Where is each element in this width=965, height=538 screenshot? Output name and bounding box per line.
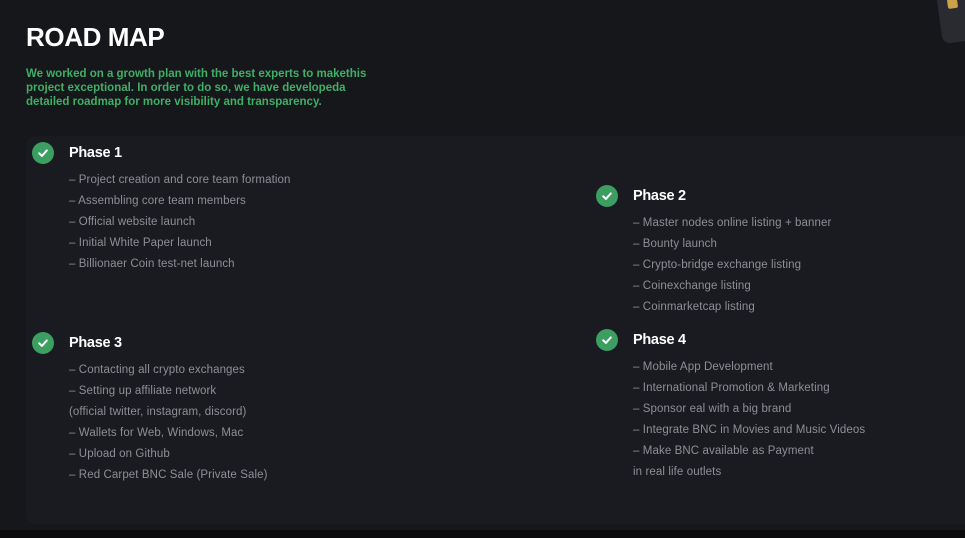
phase-1-header: Phase 1 bbox=[32, 141, 372, 165]
list-item: – Sponsor eal with a big brand bbox=[633, 403, 792, 415]
list-item: – Setting up affiliate network bbox=[69, 385, 217, 397]
phase-1: Phase 1 – Project creation and core team… bbox=[32, 141, 372, 277]
list-item: – Mobile App Development bbox=[633, 361, 773, 373]
phase-3-header: Phase 3 bbox=[32, 331, 372, 355]
list-item: – Crypto-bridge exchange listing bbox=[633, 259, 802, 271]
phase-4: Phase 4 – Mobile App Development – Inter… bbox=[596, 328, 936, 485]
check-circle-icon bbox=[596, 185, 618, 207]
list-item: (official twitter, instagram, discord) bbox=[69, 406, 247, 418]
phase-3: Phase 3 – Contacting all crypto exchange… bbox=[32, 331, 372, 488]
list-item: in real life outlets bbox=[633, 466, 722, 478]
phase-1-title: Phase 1 bbox=[69, 145, 122, 161]
phase-3-title: Phase 3 bbox=[69, 335, 122, 351]
list-item: – Bounty launch bbox=[633, 238, 717, 250]
list-item: – Coinmarketcap listing bbox=[633, 301, 755, 313]
phase-4-items: – Mobile App Development – International… bbox=[633, 359, 936, 485]
list-item: – Upload on Github bbox=[69, 448, 170, 460]
bottom-edge bbox=[0, 530, 965, 538]
phase-4-header: Phase 4 bbox=[596, 328, 936, 352]
list-item: – Billionaer Coin test-net launch bbox=[69, 258, 235, 270]
phase-1-items: – Project creation and core team formati… bbox=[69, 172, 372, 277]
phase-2-items: – Master nodes online listing + banner –… bbox=[633, 215, 936, 320]
list-item: – Official website launch bbox=[69, 216, 196, 228]
check-circle-icon bbox=[596, 329, 618, 351]
phase-2-title: Phase 2 bbox=[633, 188, 686, 204]
list-item: – Wallets for Web, Windows, Mac bbox=[69, 427, 244, 439]
phase-2: Phase 2 – Master nodes online listing + … bbox=[596, 184, 936, 320]
list-item: – Red Carpet BNC Sale (Private Sale) bbox=[69, 469, 268, 481]
phase-2-header: Phase 2 bbox=[596, 184, 936, 208]
phase-3-items: – Contacting all crypto exchanges – Sett… bbox=[69, 362, 372, 488]
page-title: ROAD MAP bbox=[26, 22, 165, 52]
gold-accent bbox=[946, 0, 959, 10]
list-item: – Integrate BNC in Movies and Music Vide… bbox=[633, 424, 866, 436]
list-item: – Project creation and core team formati… bbox=[69, 174, 291, 186]
corner-decoration bbox=[935, 0, 965, 45]
check-circle-icon bbox=[32, 332, 54, 354]
list-item: – Make BNC available as Payment bbox=[633, 445, 814, 457]
check-circle-icon bbox=[32, 142, 54, 164]
list-item: – Contacting all crypto exchanges bbox=[69, 364, 245, 376]
list-item: – Coinexchange listing bbox=[633, 280, 751, 292]
list-item: – Master nodes online listing + banner bbox=[633, 217, 832, 229]
roadmap-panel bbox=[26, 136, 965, 524]
list-item: – Assembling core team members bbox=[69, 195, 246, 207]
list-item: – Initial White Paper launch bbox=[69, 237, 212, 249]
list-item: – International Promotion & Marketing bbox=[633, 382, 830, 394]
page-subtitle: We worked on a growth plan with the best… bbox=[26, 68, 367, 108]
phase-4-title: Phase 4 bbox=[633, 332, 686, 348]
